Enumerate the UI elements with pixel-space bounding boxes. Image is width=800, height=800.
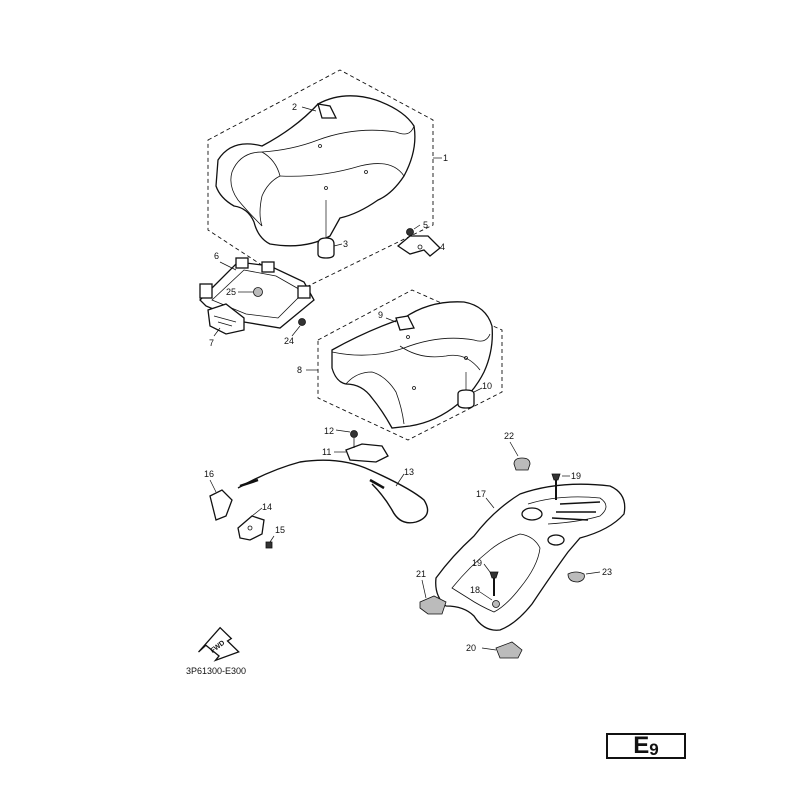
callout-23: 23 [602, 567, 612, 577]
callout-14: 14 [262, 502, 272, 512]
seat-1-damper[interactable] [317, 237, 335, 259]
fwd-arrow-icon: FWD [198, 626, 240, 662]
callout-18: 18 [470, 585, 480, 595]
seat-8[interactable] [331, 301, 493, 429]
callout-22: 22 [504, 431, 514, 441]
seat-lock-cable-13[interactable] [237, 459, 429, 524]
diagram-code: 3P61300-E300 [186, 666, 247, 676]
callout-12: 12 [324, 426, 334, 436]
callout-21: 21 [416, 569, 426, 579]
callout-3: 3 [343, 239, 348, 249]
callout-19a: 19 [571, 471, 581, 481]
callout-19b: 19 [472, 558, 482, 568]
seat-1[interactable] [215, 95, 416, 247]
seat-8-group [306, 289, 503, 441]
lock-bracket-group [334, 429, 389, 463]
cap-20[interactable] [495, 641, 523, 659]
lock-bracket-11[interactable] [345, 443, 389, 463]
callout-7: 7 [209, 338, 214, 348]
bolt-12[interactable] [350, 430, 358, 438]
grommet-25[interactable] [253, 287, 263, 297]
callout-6: 6 [214, 251, 219, 261]
callout-17: 17 [476, 489, 486, 499]
callout-24: 24 [284, 336, 294, 346]
cap-21[interactable] [419, 595, 447, 615]
screw-15[interactable] [265, 541, 273, 549]
page-badge: E 9 [606, 733, 686, 759]
callout-25: 25 [226, 287, 236, 297]
seat-8-tag[interactable] [395, 315, 415, 331]
rear-carrier-group [419, 441, 626, 659]
seat-lock-cable-group [209, 459, 429, 549]
bolt-19-lower[interactable] [489, 571, 499, 579]
callout-2: 2 [292, 102, 297, 112]
seat-1-group [207, 69, 442, 291]
group-box-seat-1 [207, 69, 434, 291]
group-box-seat-8 [317, 289, 503, 441]
nut-24[interactable] [298, 318, 306, 326]
washer-18[interactable] [492, 600, 500, 608]
bracket-4[interactable] [396, 235, 441, 257]
seat-frame-group [199, 257, 315, 337]
release-lever-16[interactable] [209, 489, 233, 521]
callout-10: 10 [482, 381, 492, 391]
page-number: 9 [649, 739, 659, 759]
callout-16: 16 [204, 469, 214, 479]
bracket-4-group [396, 224, 441, 257]
callout-15: 15 [275, 525, 285, 535]
rear-carrier-17[interactable] [435, 483, 626, 631]
callout-8: 8 [297, 365, 302, 375]
callout-11: 11 [322, 447, 331, 457]
callout-5: 5 [423, 220, 428, 230]
bolt-5[interactable] [406, 228, 414, 236]
callout-4: 4 [440, 242, 445, 252]
bolt-19-upper[interactable] [551, 473, 561, 481]
callout-1: 1 [443, 153, 448, 163]
callout-9: 9 [378, 310, 383, 320]
callout-13: 13 [404, 467, 414, 477]
callout-20: 20 [466, 643, 476, 653]
callout-labels: 1 2 3 4 5 6 7 8 9 10 11 12 13 14 15 16 1… [204, 102, 612, 653]
grommet-23[interactable] [567, 571, 585, 583]
page-letter: E [633, 732, 650, 759]
seat-1-tag[interactable] [317, 103, 338, 119]
seat-8-damper[interactable] [457, 389, 475, 409]
grommet-22[interactable] [513, 457, 531, 471]
bracket-14[interactable] [237, 515, 265, 541]
